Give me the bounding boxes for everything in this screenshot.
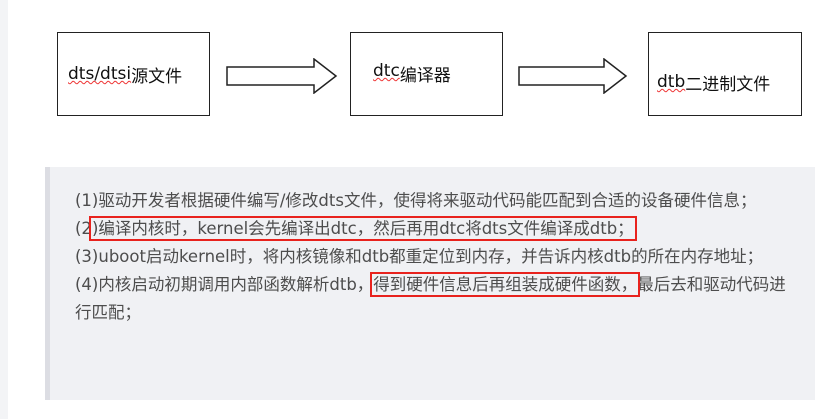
note-4: (4)内核启动初期调用内部函数解析dtb，得到硬件信息后再组装成硬件函数，最后去… — [75, 271, 795, 327]
notes-blockquote: (1)驱动开发者根据硬件编写/修改dts文件，使得将来驱动代码能匹配到合适的设备… — [45, 167, 815, 400]
note-4-suffix: 最后去和驱动代码进行匹配； — [75, 275, 786, 322]
box-label: 二进制文件 — [685, 74, 771, 95]
box-code: dtb — [657, 72, 686, 92]
arrow-icon — [518, 58, 628, 94]
note-2-prefix: (2 — [75, 219, 92, 238]
note-2: (2)编译内核时，kernel会先编译出dtc，然后再用dtc将dts文件编译成… — [75, 215, 795, 243]
box-code: dts/dtsi — [68, 64, 132, 84]
note-4-highlight: 得到硬件信息后再组装成硬件函数， — [370, 272, 641, 297]
box-code: dtc — [373, 61, 400, 81]
note-2-highlight: )编译内核时，kernel会先编译出dtc，然后再用dtc将dts文件编译成dt… — [88, 216, 637, 241]
box-label: 源文件 — [131, 66, 183, 87]
arrow-icon — [226, 58, 338, 94]
box-label: 编译器 — [399, 66, 451, 86]
note-4-prefix: (4)内核启动初期调用内部函数解析dtb， — [75, 275, 374, 294]
note-1: (1)驱动开发者根据硬件编写/修改dts文件，使得将来驱动代码能匹配到合适的设备… — [75, 191, 757, 210]
page-edge — [0, 0, 8, 419]
note-3: (3)uboot启动kernel时，将内核镜像和dtb都重定位到内存，并告诉内核… — [75, 247, 764, 266]
